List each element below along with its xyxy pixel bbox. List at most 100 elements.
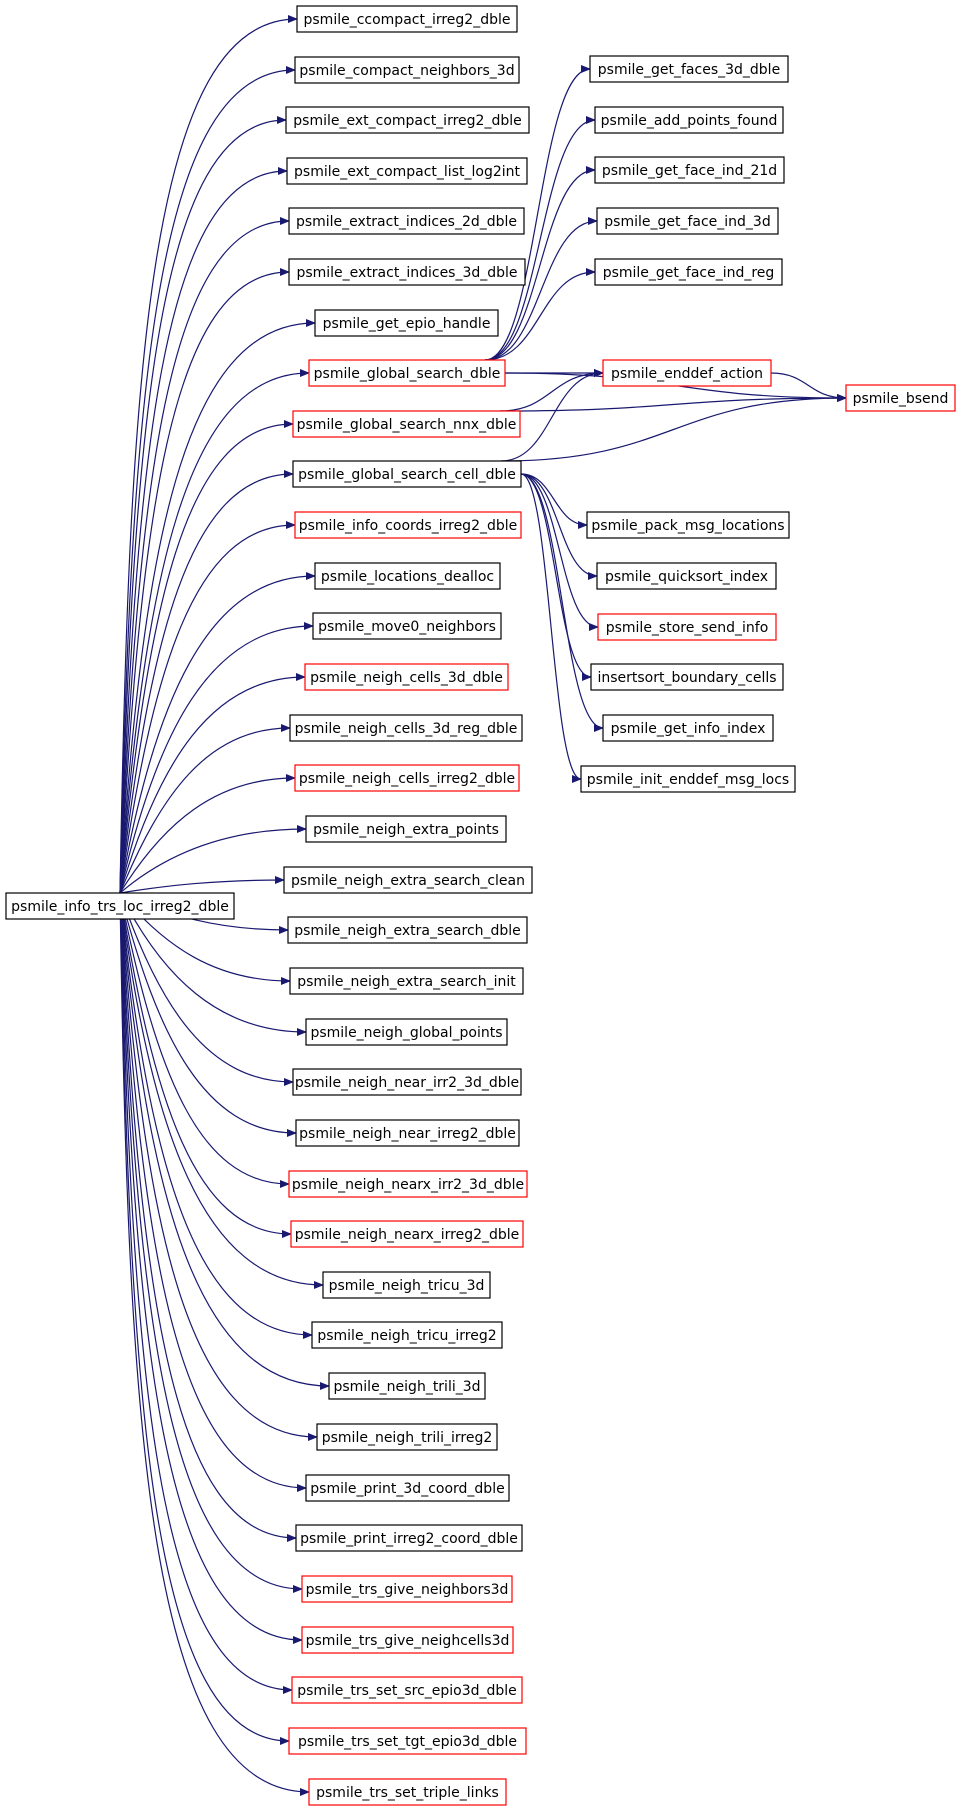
node-extra-points[interactable]: psmile_neigh_extra_points xyxy=(305,815,507,843)
node-tricu-irr[interactable]: psmile_neigh_tricu_irreg2 xyxy=(311,1321,503,1349)
node-gsearch[interactable]: psmile_global_search_dble xyxy=(308,359,506,387)
node-global-points[interactable]: psmile_neigh_global_points xyxy=(305,1018,508,1046)
node-print-irr[interactable]: psmile_print_irreg2_coord_dble xyxy=(295,1524,523,1552)
edge-root-to-move0 xyxy=(119,622,314,894)
node-label: psmile_get_face_ind_21d xyxy=(602,163,777,179)
node-label: psmile_locations_dealloc xyxy=(321,569,494,585)
edge-root-to-compact-nb xyxy=(119,66,296,894)
node-nearx-irreg2[interactable]: psmile_neigh_nearx_irreg2_dble xyxy=(290,1220,524,1248)
node-box xyxy=(316,1423,498,1451)
node-compact-nb[interactable]: psmile_compact_neighbors_3d xyxy=(294,56,520,84)
node-box xyxy=(288,1170,528,1198)
node-set-tgt[interactable]: psmile_trs_set_tgt_epio3d_dble xyxy=(288,1727,527,1755)
node-extract3d[interactable]: psmile_extract_indices_3d_dble xyxy=(288,258,526,286)
node-label: psmile_neigh_nearx_irr2_3d_dble xyxy=(292,1177,524,1193)
node-label: psmile_extract_indices_2d_dble xyxy=(296,214,517,230)
node-box xyxy=(845,384,956,412)
edge-gsearch-cell-to-insertsort xyxy=(520,473,592,681)
node-move0[interactable]: psmile_move0_neighbors xyxy=(312,612,502,640)
node-insertsort[interactable]: insertsort_boundary_cells xyxy=(590,663,784,691)
node-faces3d[interactable]: psmile_get_faces_3d_dble xyxy=(589,55,789,83)
edge-root-to-gsearch-cell xyxy=(119,470,294,894)
node-box xyxy=(311,1321,503,1349)
edge-root-to-gsearch-nnx xyxy=(119,420,294,894)
node-label: psmile_trs_set_tgt_epio3d_dble xyxy=(298,1734,517,1750)
node-print3d[interactable]: psmile_print_3d_coord_dble xyxy=(305,1474,510,1502)
node-near-irreg2[interactable]: psmile_neigh_near_irreg2_dble xyxy=(295,1119,520,1147)
node-box xyxy=(288,207,525,235)
node-label: psmile_neigh_cells_3d_dble xyxy=(310,670,503,686)
edge-root-to-trili-irr xyxy=(119,892,318,1441)
node-enddef[interactable]: psmile_enddef_action xyxy=(602,359,772,387)
node-label: psmile_print_3d_coord_dble xyxy=(310,1481,504,1497)
node-extra-clean[interactable]: psmile_neigh_extra_search_clean xyxy=(283,866,533,894)
node-box xyxy=(301,1575,513,1603)
node-box xyxy=(296,5,518,33)
node-quicksort[interactable]: psmile_quicksort_index xyxy=(596,562,777,590)
node-ext-list[interactable]: psmile_ext_compact_list_log2int xyxy=(286,157,528,185)
node-tricu3d[interactable]: psmile_neigh_tricu_3d xyxy=(322,1271,491,1299)
node-label: psmile_neigh_extra_search_init xyxy=(297,974,516,990)
node-give-nb3d[interactable]: psmile_trs_give_neighbors3d xyxy=(301,1575,513,1603)
node-box xyxy=(586,511,790,539)
node-label: psmile_compact_neighbors_3d xyxy=(299,63,514,79)
node-neigh-cells3d-reg[interactable]: psmile_neigh_cells_3d_reg_dble xyxy=(289,714,523,742)
edge-root-to-trili3d xyxy=(119,892,330,1390)
node-nearx-irr2-3d[interactable]: psmile_neigh_nearx_irr2_3d_dble xyxy=(288,1170,528,1198)
node-label: psmile_ext_compact_list_log2int xyxy=(294,164,520,180)
node-extra-dble[interactable]: psmile_neigh_extra_search_dble xyxy=(287,916,528,944)
edge-root-to-nearx-irr2-3d xyxy=(119,892,290,1188)
node-face-reg[interactable]: psmile_get_face_ind_reg xyxy=(594,258,783,286)
node-label: psmile_store_send_info xyxy=(606,620,769,636)
node-label: psmile_neigh_cells_3d_reg_dble xyxy=(295,721,518,737)
node-label: psmile_bsend xyxy=(853,391,949,407)
node-gsearch-nnx[interactable]: psmile_global_search_nnx_dble xyxy=(292,410,521,438)
node-label: psmile_neigh_near_irreg2_dble xyxy=(299,1126,516,1142)
edge-root-to-give-nc3d xyxy=(119,892,303,1644)
node-ext-compact[interactable]: psmile_ext_compact_irreg2_dble xyxy=(285,106,530,134)
node-trili-irr[interactable]: psmile_neigh_trili_irreg2 xyxy=(316,1423,498,1451)
node-add-points[interactable]: psmile_add_points_found xyxy=(594,106,784,134)
node-box xyxy=(292,1068,522,1096)
node-pack-msg[interactable]: psmile_pack_msg_locations xyxy=(586,511,790,539)
node-label: psmile_info_trs_loc_irreg2_dble xyxy=(11,899,229,915)
node-give-nc3d[interactable]: psmile_trs_give_neighcells3d xyxy=(301,1626,514,1654)
node-bsend[interactable]: psmile_bsend xyxy=(845,384,956,412)
node-face3d[interactable]: psmile_get_face_ind_3d xyxy=(596,207,779,235)
edge-gsearch-to-face3d xyxy=(484,217,598,361)
node-loc-dealloc[interactable]: psmile_locations_dealloc xyxy=(314,562,501,590)
node-label: psmile_enddef_action xyxy=(611,366,763,382)
node-neigh-cells-irr[interactable]: psmile_neigh_cells_irreg2_dble xyxy=(294,764,520,792)
node-box xyxy=(602,359,772,387)
node-init-enddef[interactable]: psmile_init_enddef_msg_locs xyxy=(580,765,796,793)
node-box xyxy=(305,1018,508,1046)
node-label: psmile_get_faces_3d_dble xyxy=(598,62,780,78)
node-extra-init[interactable]: psmile_neigh_extra_search_init xyxy=(289,967,524,995)
node-trili3d[interactable]: psmile_neigh_trili_3d xyxy=(328,1372,486,1400)
node-extract2d[interactable]: psmile_extract_indices_2d_dble xyxy=(288,207,525,235)
node-box xyxy=(295,1524,523,1552)
edge-root-to-neigh-cells3d-reg xyxy=(119,724,291,894)
node-epio-handle[interactable]: psmile_get_epio_handle xyxy=(314,309,499,337)
node-label: psmile_trs_set_src_epio3d_dble xyxy=(297,1683,517,1699)
node-ccompact[interactable]: psmile_ccompact_irreg2_dble xyxy=(296,5,518,33)
node-info-index[interactable]: psmile_get_info_index xyxy=(602,714,774,742)
node-box xyxy=(304,663,509,691)
nodes-layer: psmile_info_trs_loc_irreg2_dble psmile_cc… xyxy=(5,5,956,1806)
node-root[interactable]: psmile_info_trs_loc_irreg2_dble xyxy=(5,892,235,920)
node-triple[interactable]: psmile_trs_set_triple_links xyxy=(308,1778,507,1806)
node-box xyxy=(285,106,530,134)
node-neigh-cells3d[interactable]: psmile_neigh_cells_3d_dble xyxy=(304,663,509,691)
edge-root-to-extract2d xyxy=(119,217,290,894)
edge-root-to-nearx-irreg2 xyxy=(119,892,292,1238)
node-box xyxy=(294,56,520,84)
node-near-irr2-3d[interactable]: psmile_neigh_near_irr2_3d_dble xyxy=(292,1068,522,1096)
node-face21d[interactable]: psmile_get_face_ind_21d xyxy=(594,156,785,184)
node-box xyxy=(305,1474,510,1502)
node-label: psmile_extract_indices_3d_dble xyxy=(296,265,517,281)
edge-root-to-epio-handle xyxy=(119,319,316,894)
node-gsearch-cell[interactable]: psmile_global_search_cell_dble xyxy=(292,460,522,488)
node-info-coords[interactable]: psmile_info_coords_irreg2_dble xyxy=(294,511,522,539)
node-store-send[interactable]: psmile_store_send_info xyxy=(597,613,777,641)
node-set-src[interactable]: psmile_trs_set_src_epio3d_dble xyxy=(291,1676,523,1704)
